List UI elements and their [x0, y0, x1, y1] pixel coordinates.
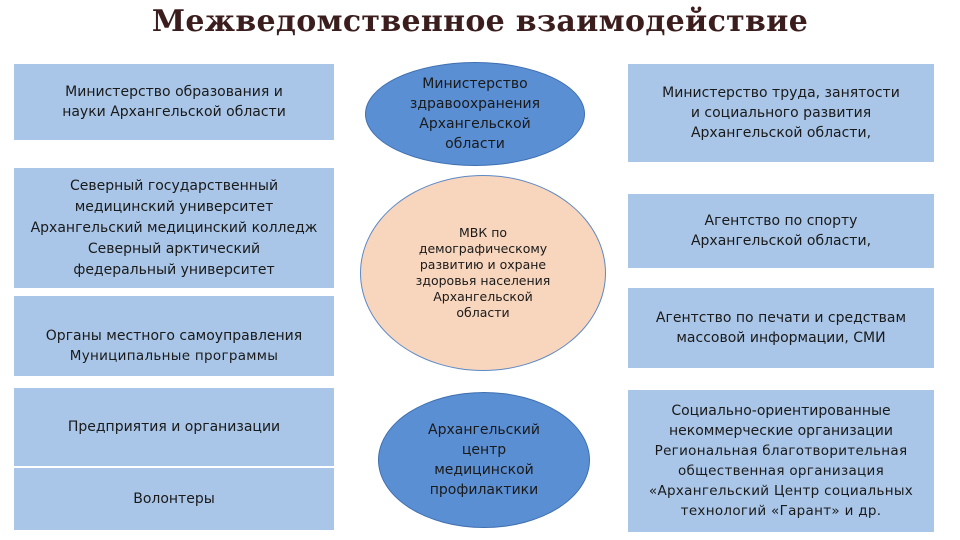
mvk-line-2: демографическому	[418, 241, 548, 256]
press-agency-line-2: массовой информации, СМИ	[676, 330, 886, 346]
health-ministry-line-3: Архангельской	[419, 116, 531, 132]
nko-details-line-3: «Архангельский Центр социальных	[648, 483, 914, 499]
mvk-ellipse: МВК по демографическому развитию и охран…	[360, 175, 606, 371]
health-ministry-ellipse: Министерство здравоохранения Архангельск…	[365, 62, 585, 166]
sport-agency-line-2: Архангельской области,	[690, 233, 872, 249]
nko-box: Социально-ориентированные некоммерческие…	[628, 390, 934, 532]
labor-ministry-line-3: Архангельской области,	[690, 125, 872, 141]
universities-line-1: Северный государственный	[69, 177, 279, 194]
prevention-center-line-4: профилактики	[429, 482, 539, 498]
press-agency-line-1: Агентство по печати и средствам	[655, 310, 907, 326]
edu-ministry-box: Министерство образования и науки Арханге…	[14, 64, 334, 140]
edu-ministry-line-1: Министерство образования и	[65, 84, 283, 100]
enterprises-label: Предприятия и организации	[67, 419, 281, 435]
nko-details-line-1: Региональная благотворительная	[654, 443, 908, 459]
universities-line-3: Архангельский медицинский колледж	[30, 219, 318, 236]
volunteers-box: Волонтеры	[14, 468, 334, 530]
nko-title-line-1: Социально-ориентированные	[671, 403, 891, 419]
universities-line-2: медицинский университет	[74, 198, 274, 215]
page-title: Межведомственное взаимодействие	[151, 4, 809, 39]
sport-agency-line-1: Агентство по спорту	[704, 213, 858, 229]
prevention-center-line-2: центр	[461, 442, 507, 458]
mvk-line-3: развитию и охране	[419, 257, 547, 272]
press-agency-box: Агентство по печати и средствам массовой…	[628, 288, 934, 368]
nko-details-line-2: общественная организация	[677, 463, 885, 479]
edu-ministry-line-2: науки Архангельской области	[62, 104, 286, 120]
prevention-center-ellipse: Архангельский центр медицинской профилак…	[378, 392, 590, 528]
labor-ministry-line-1: Министерство труда, занятости	[662, 85, 900, 101]
volunteers-label: Волонтеры	[133, 491, 215, 507]
health-ministry-line-1: Министерство	[422, 76, 528, 92]
universities-box: Северный государственный медицинский уни…	[14, 168, 334, 288]
local-gov-subtitle: Муниципальные программы	[69, 348, 279, 364]
nko-details-line-4: технологий «Гарант» и др.	[680, 503, 882, 519]
nko-title-line-2: некоммерческие организации	[669, 423, 893, 439]
prevention-center-line-3: медицинской	[434, 462, 534, 478]
labor-ministry-box: Министерство труда, занятости и социальн…	[628, 64, 934, 162]
universities-line-5: федеральный университет	[73, 261, 275, 278]
mvk-line-6: области	[456, 305, 510, 320]
labor-ministry-line-2: и социального развития	[690, 105, 872, 121]
mvk-line-1: МВК по	[458, 225, 508, 240]
mvk-line-4: здоровья населения	[415, 273, 551, 288]
local-gov-title: Органы местного самоуправления	[45, 328, 303, 344]
enterprises-box: Предприятия и организации	[14, 388, 334, 466]
sport-agency-box: Агентство по спорту Архангельской област…	[628, 194, 934, 268]
local-gov-box: Органы местного самоуправления Муниципал…	[14, 296, 334, 376]
prevention-center-line-1: Архангельский	[428, 422, 540, 438]
health-ministry-line-4: области	[445, 136, 505, 152]
mvk-line-5: Архангельской	[433, 289, 533, 304]
health-ministry-line-2: здравоохранения	[409, 96, 541, 112]
universities-line-4: Северный арктический	[87, 240, 261, 257]
